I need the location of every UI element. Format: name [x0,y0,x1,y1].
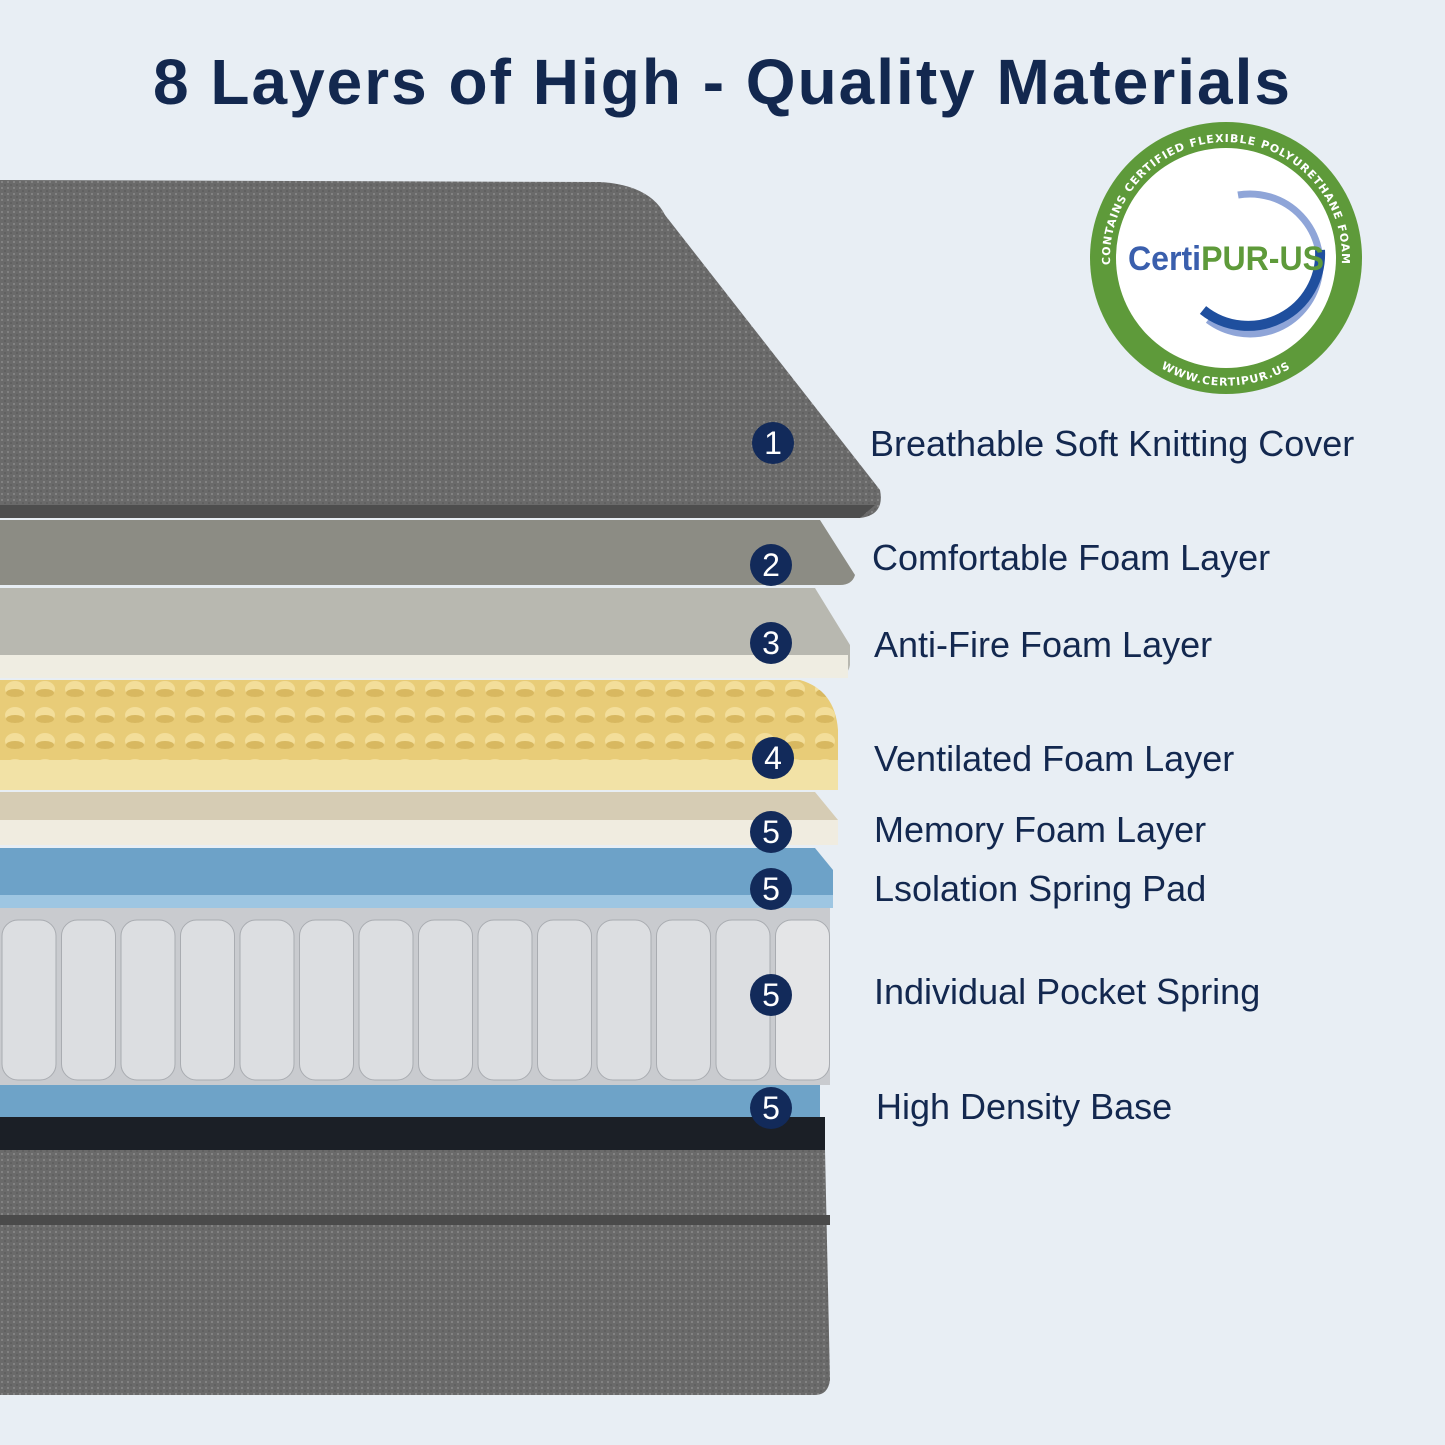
pocket-spring [477,919,533,1081]
layer-isolation-pad [0,848,833,908]
logo-brand: CertiPUR-US [1128,240,1324,278]
pocket-spring [537,919,592,1081]
pocket-spring [418,919,473,1081]
pocket-spring [61,919,116,1081]
layer-label: Lsolation Spring Pad [874,868,1207,909]
pocket-spring [1,919,57,1081]
layer-label: Memory Foam Layer [874,809,1207,850]
layer-number-badge: 5 [750,811,792,853]
pocket-spring [239,919,295,1081]
layer-number-badge: 4 [752,737,794,779]
layer-label: Individual Pocket Spring [874,971,1261,1012]
layer-number-badge: 5 [750,1087,792,1129]
layer-base [0,1085,820,1117]
layer-number-badge: 5 [750,974,792,1016]
pocket-spring [180,919,235,1081]
layer-number-badge: 5 [750,868,792,910]
page-title: 8 Layers of High - Quality Materials [153,46,1292,118]
layer-comfort-foam [0,520,855,585]
layer-cover [0,180,881,518]
layer-label: Breathable Soft Knitting Cover [870,423,1355,464]
layer-number-badge: 2 [750,544,792,586]
certipur-us-logo: CertiPUR-US CONTAINS CERTIFIED FLEXIBLE … [1090,122,1362,394]
layer-number-badge: 1 [752,422,794,464]
layer-label: High Density Base [876,1086,1173,1127]
layer-number-badge: 3 [750,622,792,664]
pocket-spring [120,919,176,1081]
pocket-spring [656,919,711,1081]
layer-label: Comfortable Foam Layer [872,537,1271,578]
layer-label: Ventilated Foam Layer [874,738,1235,779]
pocket-spring [596,919,652,1081]
pocket-spring [299,919,354,1081]
mattress-bottom [0,1150,830,1395]
pocket-spring [358,919,414,1081]
mattress-cross-section-illustration [0,180,881,1395]
layer-label: Anti-Fire Foam Layer [874,624,1213,665]
